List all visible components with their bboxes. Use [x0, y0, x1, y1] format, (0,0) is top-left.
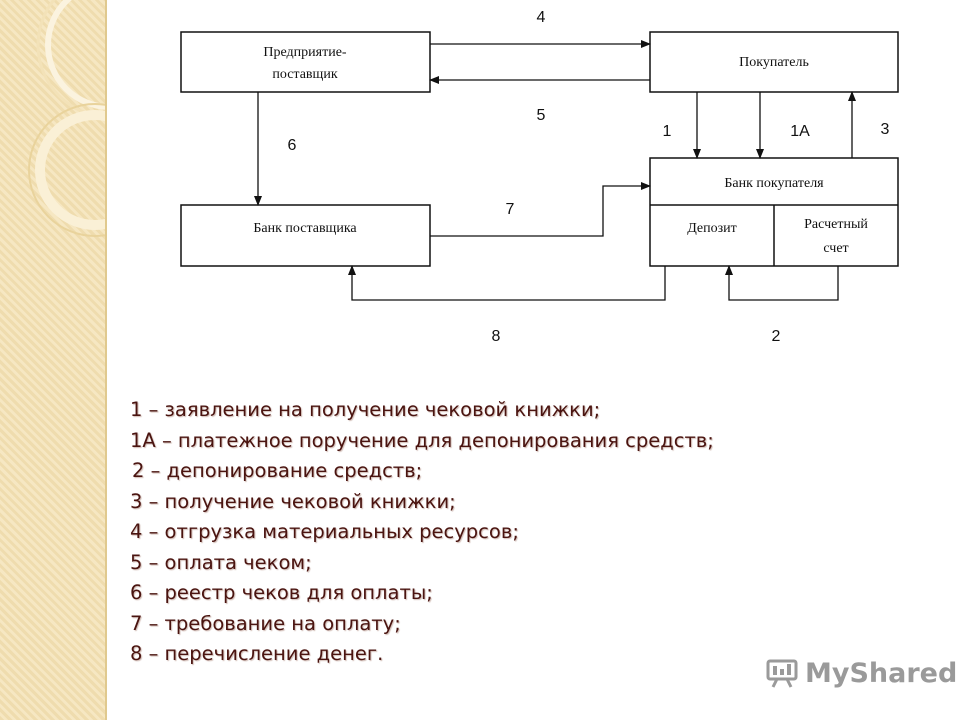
flow-1-number: 1: [663, 123, 672, 140]
sidebar-circles-decoration: [28, 0, 105, 237]
legend-item-6: 6 – реестр чеков для оплаты;: [130, 581, 433, 604]
flow-2-arrow: [725, 265, 839, 301]
legend-item-5: 5 – оплата чеком;: [130, 550, 312, 574]
flow-2-number: 2: [772, 328, 781, 345]
myshared-logo: MyShared: [765, 655, 957, 691]
account-label-line1: Расчетный: [804, 217, 868, 232]
legend-item-3: 3 – получение чековой книжки;: [130, 489, 456, 513]
flow-8-arrow: [348, 265, 666, 301]
flow-3-number: 3: [881, 121, 890, 138]
presentation-screen-icon: [766, 659, 798, 688]
flow-7-arrow: [430, 182, 651, 237]
legend-list: 1 – заявление на получение чековой книжк…: [118, 395, 818, 670]
legend-item-4: 4 – отгрузка материальных ресурсов;: [130, 520, 519, 543]
flow-6-number: 6: [288, 137, 297, 154]
flow-7-number: 7: [506, 201, 515, 218]
buyer-label: Покупатель: [739, 55, 809, 70]
buyer-box: [649, 31, 899, 93]
supplier-label-line1: Предприятие-: [263, 45, 347, 60]
supplier-enterprise-box: [180, 31, 431, 93]
logo-text: MyShared: [805, 657, 958, 689]
legend-item-2: 2 – депонирование средств;: [132, 459, 423, 482]
decorative-sidebar: [0, 0, 107, 720]
flow-4-number: 4: [537, 9, 546, 26]
legend-item-1a: 1А – платежное поручение для депонирован…: [130, 428, 714, 452]
buyer-bank-label: Банк покупателя: [724, 176, 824, 191]
legend-item-8: 8 – перечисление денег.: [130, 642, 384, 665]
supplier-label-line2: поставщик: [272, 67, 337, 82]
deposit-label: Депозит: [687, 221, 737, 236]
legend-item-7: 7 – требование на оплату;: [130, 611, 401, 635]
supplier-bank-label: Банк поставщика: [253, 221, 357, 236]
payment-flow-diagram: Предприятие- поставщик Покупатель Банк п…: [180, 9, 899, 345]
legend-item-1: 1 – заявление на получение чековой книжк…: [130, 398, 601, 421]
flow-5-number: 5: [537, 107, 546, 124]
flow-8-number: 8: [492, 328, 501, 345]
account-label-line2: счет: [823, 241, 848, 256]
flow-1a-number: 1А: [790, 123, 810, 140]
